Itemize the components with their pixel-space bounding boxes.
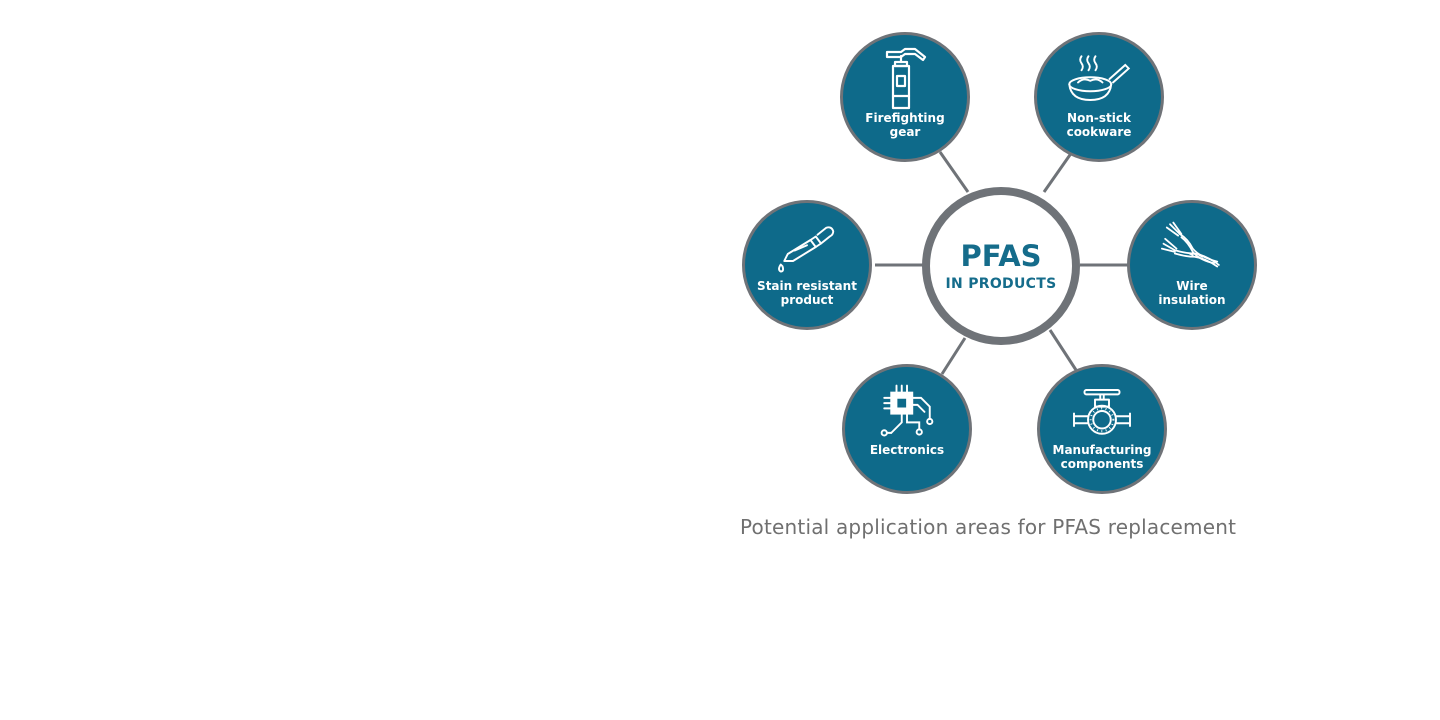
node-label: Stain resistant product [757,279,857,307]
node-label: Manufacturing components [1052,443,1152,471]
node-electronics: Electronics [842,364,972,494]
valve-icon [1067,379,1137,443]
twisted-wire-icon [1157,215,1227,279]
node-non-stick-cookware: Non-stick cookware [1034,32,1164,162]
node-manufacturing-components: Manufacturing components [1037,364,1167,494]
frying-pan-icon [1064,47,1134,111]
node-firefighting-gear: Firefighting gear [840,32,970,162]
diagram-caption: Potential application areas for PFAS rep… [740,515,1237,539]
center-title: PFAS [960,239,1042,273]
node-label: Wire insulation [1158,279,1226,307]
microchip-icon [872,379,942,443]
node-stain-resistant-product: Stain resistant product [742,200,872,330]
node-label: Electronics [869,443,945,457]
node-label: Non-stick cookware [1066,111,1132,139]
center-hub: PFAS IN PRODUCTS [922,187,1080,345]
node-label: Firefighting gear [865,111,945,139]
dropper-icon [772,215,842,279]
fire-extinguisher-icon [870,47,940,111]
node-wire-insulation: Wire insulation [1127,200,1257,330]
center-subtitle: IN PRODUCTS [945,276,1057,292]
